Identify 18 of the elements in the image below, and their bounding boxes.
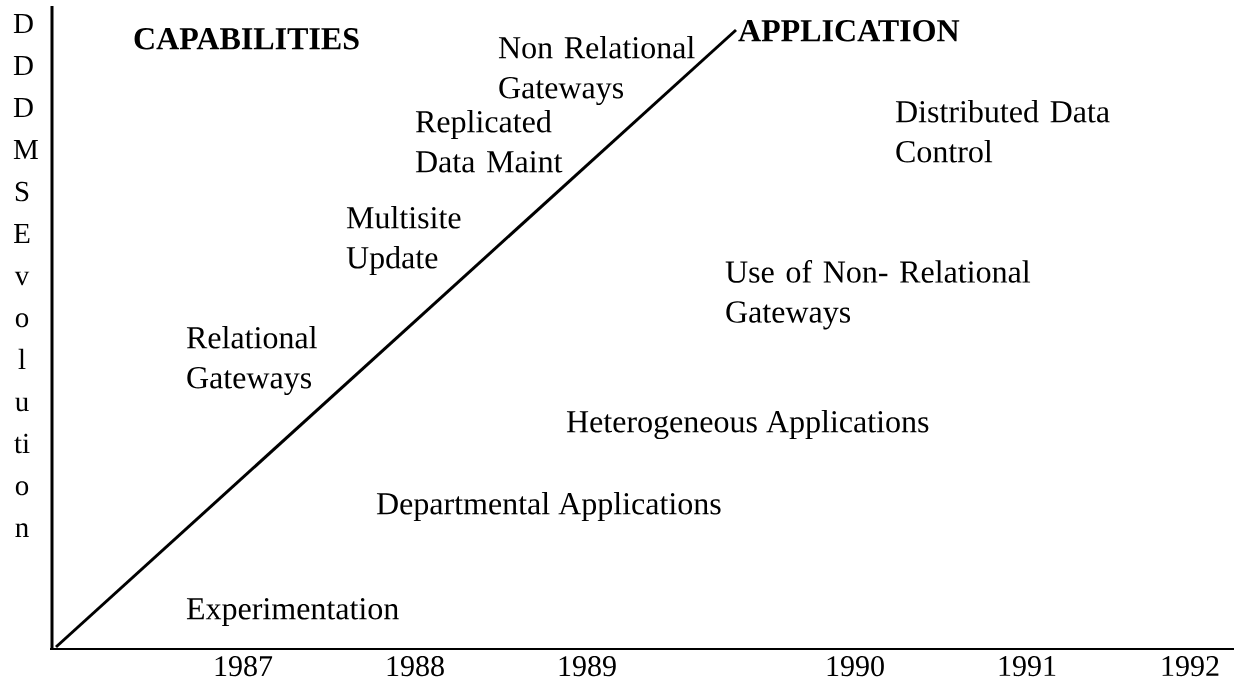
year-label: 1987 xyxy=(215,656,273,677)
capability-label: Non Relational Gateways xyxy=(498,36,695,106)
year-label: 1990 xyxy=(827,656,884,677)
year-label: 1991 xyxy=(999,656,1056,677)
axis-label: DDDMS Evolution xyxy=(13,14,38,537)
section-heading: CAPABILITIES xyxy=(134,28,359,50)
capability-label: Multisite Update xyxy=(346,206,461,275)
capability-label: Relational Gateways xyxy=(186,326,317,396)
application-label: Departmental Applications xyxy=(376,492,721,521)
year-label: 1992 xyxy=(1162,656,1219,677)
application-label: Heterogeneous Applications xyxy=(566,410,929,440)
capability-label: Replicated Data Maint xyxy=(415,110,563,173)
year-label: 1989 xyxy=(559,656,616,677)
application-label: Distributed Data Control xyxy=(895,100,1110,163)
application-label: Use of Non- Relational Gateways xyxy=(725,260,1031,330)
application-label: Experimentation xyxy=(186,598,399,626)
year-label: 1988 xyxy=(387,656,444,677)
section-heading: APPLICATION xyxy=(738,20,960,42)
